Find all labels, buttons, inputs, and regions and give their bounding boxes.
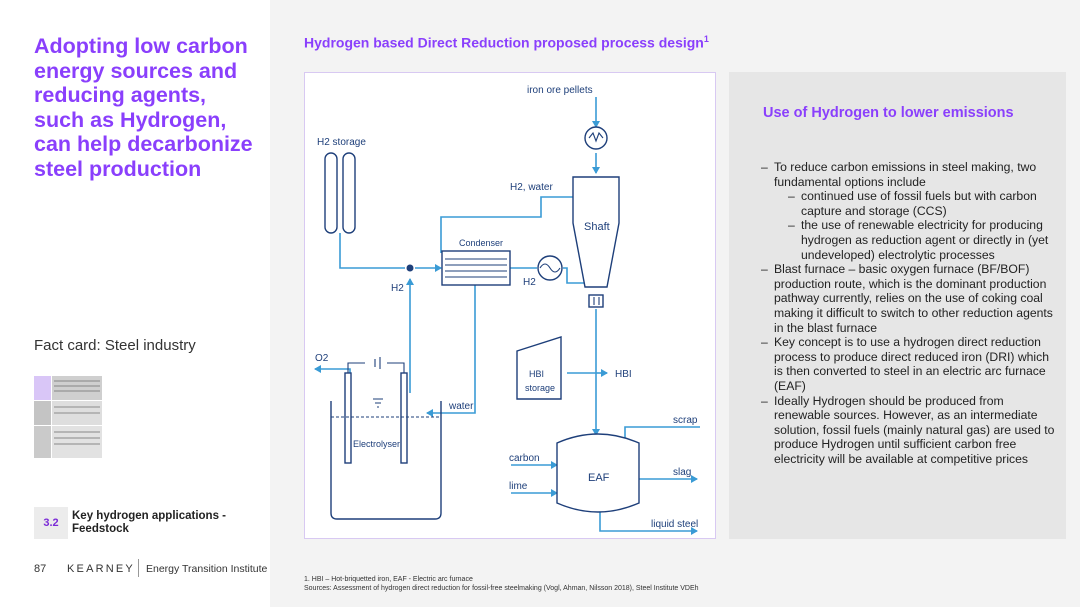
institute-name: Energy Transition Institute bbox=[146, 563, 268, 575]
label-water: water bbox=[448, 401, 474, 412]
label-hbi: HBI bbox=[615, 369, 632, 380]
label-h2-right: H2 bbox=[523, 277, 536, 288]
label-scrap: scrap bbox=[673, 415, 698, 426]
page-number: 87 bbox=[34, 563, 47, 575]
sub-bullet-item: continued use of fossil fuels but with c… bbox=[788, 189, 1061, 218]
process-diagram-svg: iron ore pellets H2 storage H2, water Sh… bbox=[314, 85, 700, 535]
label-iron-ore: iron ore pellets bbox=[527, 85, 593, 96]
sub-bullet-item: the use of renewable electricity for pro… bbox=[788, 218, 1061, 262]
brand-logo: KEARNEY bbox=[67, 563, 135, 575]
label-h2-storage: H2 storage bbox=[317, 137, 366, 148]
section-title: Key hydrogen applications - Feedstock bbox=[72, 510, 226, 535]
shaft-outlet bbox=[588, 294, 604, 308]
label-h2-water: H2, water bbox=[510, 182, 553, 193]
label-electrolyser: Electrolyser bbox=[353, 439, 400, 449]
label-condenser: Condenser bbox=[459, 238, 503, 248]
footnote-line: 1. HBI – Hot-briquetted iron, EAF - Elec… bbox=[304, 576, 473, 583]
label-h2-left: H2 bbox=[391, 283, 404, 294]
h2-storage-tank bbox=[342, 152, 356, 234]
label-liquid-steel: liquid steel bbox=[651, 519, 698, 530]
bullet-item: Blast furnace – basic oxygen furnace (BF… bbox=[761, 262, 1061, 335]
bullet-item: To reduce carbon emissions in steel maki… bbox=[761, 160, 1061, 189]
hbi-storage bbox=[516, 336, 562, 400]
shaft-furnace bbox=[572, 176, 620, 288]
headline: Adopting low carbon energy sources and r… bbox=[34, 34, 253, 181]
electrode bbox=[400, 372, 408, 464]
label-slag: slag bbox=[673, 467, 691, 478]
info-title: Use of Hydrogen to lower emissions bbox=[763, 105, 1014, 121]
brand-divider bbox=[138, 559, 139, 577]
eaf-furnace bbox=[556, 433, 640, 513]
fact-card-thumbnail[interactable] bbox=[34, 376, 102, 458]
label-hbi-storage-1: HBI bbox=[529, 369, 544, 379]
section-number-badge: 3.2 bbox=[34, 507, 68, 539]
electrolyser-bath bbox=[330, 401, 442, 520]
bullet-item: Ideally Hydrogen should be produced from… bbox=[761, 394, 1061, 467]
info-box: Use of Hydrogen to lower emissions To re… bbox=[729, 72, 1066, 539]
label-carbon: carbon bbox=[509, 453, 540, 464]
label-hbi-storage-2: storage bbox=[525, 383, 555, 393]
footnote: 1. HBI – Hot-briquetted iron, EAF - Elec… bbox=[304, 576, 699, 593]
left-panel: Adopting low carbon energy sources and r… bbox=[0, 0, 270, 607]
footnote-sources: Sources: Assessment of hydrogen direct r… bbox=[304, 584, 699, 592]
label-eaf: EAF bbox=[588, 472, 610, 484]
fact-card-label: Fact card: Steel industry bbox=[34, 337, 196, 354]
process-diagram: iron ore pellets H2 storage H2, water Sh… bbox=[304, 72, 716, 539]
info-bullet-list: To reduce carbon emissions in steel maki… bbox=[761, 160, 1061, 466]
label-shaft: Shaft bbox=[584, 221, 610, 233]
h2-storage-tank bbox=[324, 152, 338, 234]
bullet-item: Key concept is to use a hydrogen direct … bbox=[761, 335, 1061, 393]
label-lime: lime bbox=[509, 481, 528, 492]
feeder-icon bbox=[584, 126, 608, 150]
condenser bbox=[441, 250, 511, 286]
diagram-title: Hydrogen based Direct Reduction proposed… bbox=[304, 34, 709, 51]
electrode bbox=[344, 372, 352, 464]
label-o2: O2 bbox=[315, 353, 329, 364]
